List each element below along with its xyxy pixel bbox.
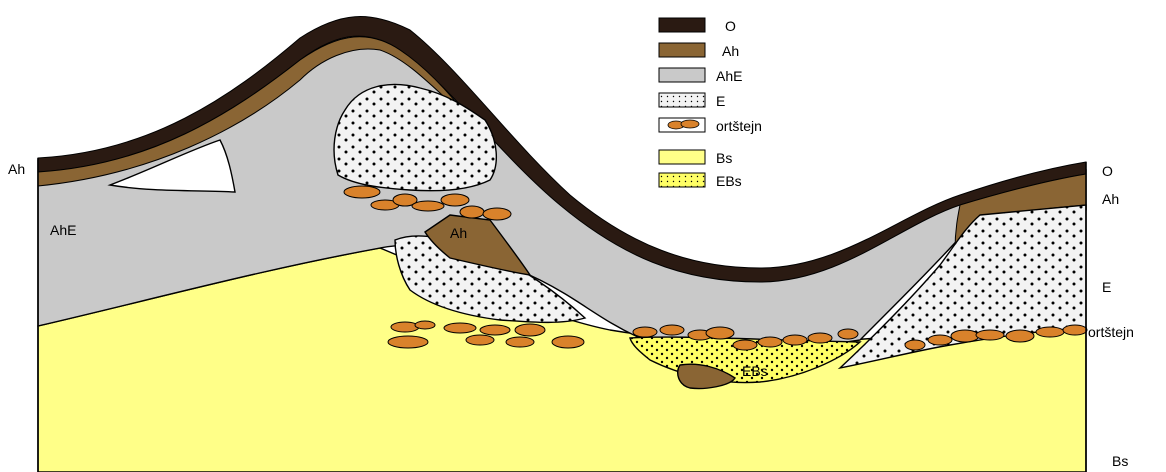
right-label-e: E xyxy=(1102,279,1111,295)
right-label-ah: Ah xyxy=(1102,191,1119,207)
legend-label-bs: Bs xyxy=(716,150,732,166)
legend-label-o: O xyxy=(725,18,736,34)
legend-swatch-ahe xyxy=(659,68,705,82)
legend-label-ahe: AhE xyxy=(716,68,742,84)
legend-label-e: E xyxy=(716,93,725,109)
legend-label-ebs: EBs xyxy=(716,173,742,189)
label-ahe: AhE xyxy=(50,222,76,238)
right-label-ortstejn: ortštejn xyxy=(1088,324,1134,340)
legend-swatch-o xyxy=(659,18,705,32)
label-ah-block: Ah xyxy=(450,225,467,241)
legend-swatch-bs xyxy=(659,150,705,164)
left-label-ah: Ah xyxy=(8,161,25,177)
legend-swatch-ebs xyxy=(659,173,705,187)
right-label-bs: Bs xyxy=(1112,453,1128,469)
legend-label-ortstejn: ortštejn xyxy=(716,118,762,134)
right-label-o: O xyxy=(1102,163,1113,179)
legend-label-ah: Ah xyxy=(722,43,739,59)
legend-swatch-ah xyxy=(659,43,705,57)
legend: O Ah AhE E ortštejn Bs EBs xyxy=(659,18,762,189)
legend-swatch-e xyxy=(659,93,705,107)
label-ebs: EBs xyxy=(742,363,768,379)
legend-ortstejn-lump-2 xyxy=(681,120,699,128)
